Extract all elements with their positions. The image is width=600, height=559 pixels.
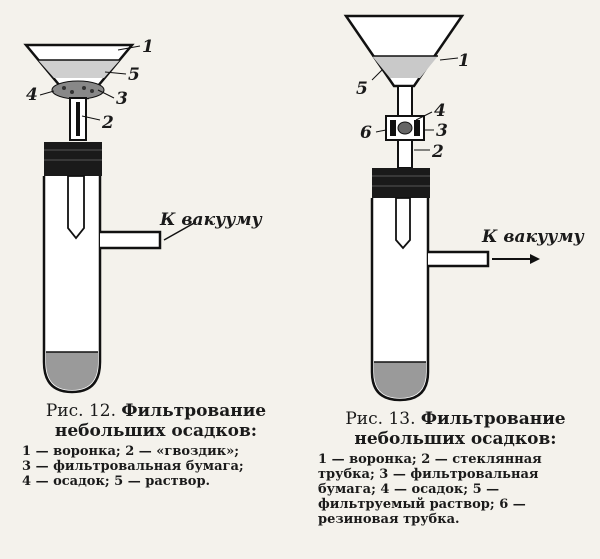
figure-13-legend-line: бумага; 4 — осадок; 5 — (318, 481, 500, 497)
filtrate-13 (374, 362, 426, 398)
fig13-vacuum-label: К вакууму (481, 227, 585, 247)
figure-12-caption: Рис. 12. Фильтрование небольших осадков:… (22, 401, 290, 490)
figure-13-caption-title: Рис. 13. Фильтрование небольших осадков: (318, 409, 593, 449)
figure-13-caption: Рис. 13. Фильтрование небольших осадков:… (318, 409, 593, 528)
figure-12-legend-line: 1 — воронка; 2 — «гвоздик»; (22, 444, 240, 460)
figure-13-number: Рис. 13. (345, 409, 416, 429)
fig13-label-6: 6 (360, 123, 372, 143)
fig12-label-5: 5 (128, 65, 140, 85)
sediment-13 (397, 121, 413, 135)
figure-12-illustration: 1 5 3 4 2 К вакууму (23, 37, 263, 394)
fig13-label-5: 5 (356, 79, 368, 99)
figure-13-title-line2: небольших осадков: (354, 428, 557, 449)
figure-12-title-line1: Фильтрование (121, 401, 267, 421)
fig13-label-4: 4 (434, 101, 446, 121)
solution-12 (38, 60, 120, 78)
fig12-label-3: 3 (116, 89, 128, 109)
fig12-label-1: 1 (142, 37, 154, 57)
figure-13-legend-line: резиновая трубка. (318, 511, 460, 527)
glass-tube-13 (397, 139, 413, 169)
figure-12-title-line2: небольших осадков: (54, 420, 258, 441)
inner-tube-12 (67, 175, 85, 240)
figure-12-legend: 1 — воронка; 2 — «гвоздик»; 3 — фильтров… (22, 444, 290, 490)
figure-12-caption-title: Рис. 12. Фильтрование небольших осадков: (22, 401, 290, 441)
nail-12 (76, 102, 80, 136)
figure-13-title-line1: Фильтрование (420, 409, 566, 429)
fig12-vacuum-label: К вакууму (159, 210, 263, 230)
fig12-label-2: 2 (101, 113, 114, 133)
figure-13-legend: 1 — воронка; 2 — стеклянная трубка; 3 — … (318, 452, 593, 528)
fig12-label-4: 4 (26, 85, 38, 105)
flask-13 (370, 198, 430, 402)
solution-13 (372, 56, 438, 78)
fig13-label-1: 1 (458, 51, 470, 71)
fig13-label-2: 2 (431, 142, 444, 162)
figure-12-legend-line: 4 — осадок; 5 — раствор. (22, 473, 211, 489)
fig13-label-3: 3 (436, 121, 448, 141)
filtrate-12 (46, 352, 98, 390)
figure-13-legend-line: фильтруемый раствор; 6 — (318, 496, 526, 512)
figure-12-legend-line: 3 — фильтровальная бумага; (22, 459, 244, 475)
figure-13-legend-line: 1 — воронка; 2 — стеклянная (318, 452, 542, 468)
stopper-13 (372, 168, 430, 198)
figure-13-illustration: 1 5 4 3 6 2 К вакууму (343, 14, 585, 402)
figure-13-legend-line: трубка; 3 — фильтровальная (318, 467, 539, 483)
figure-12-number: Рис. 12. (45, 401, 116, 421)
stopper-12 (44, 142, 102, 176)
flask-12 (42, 176, 102, 394)
